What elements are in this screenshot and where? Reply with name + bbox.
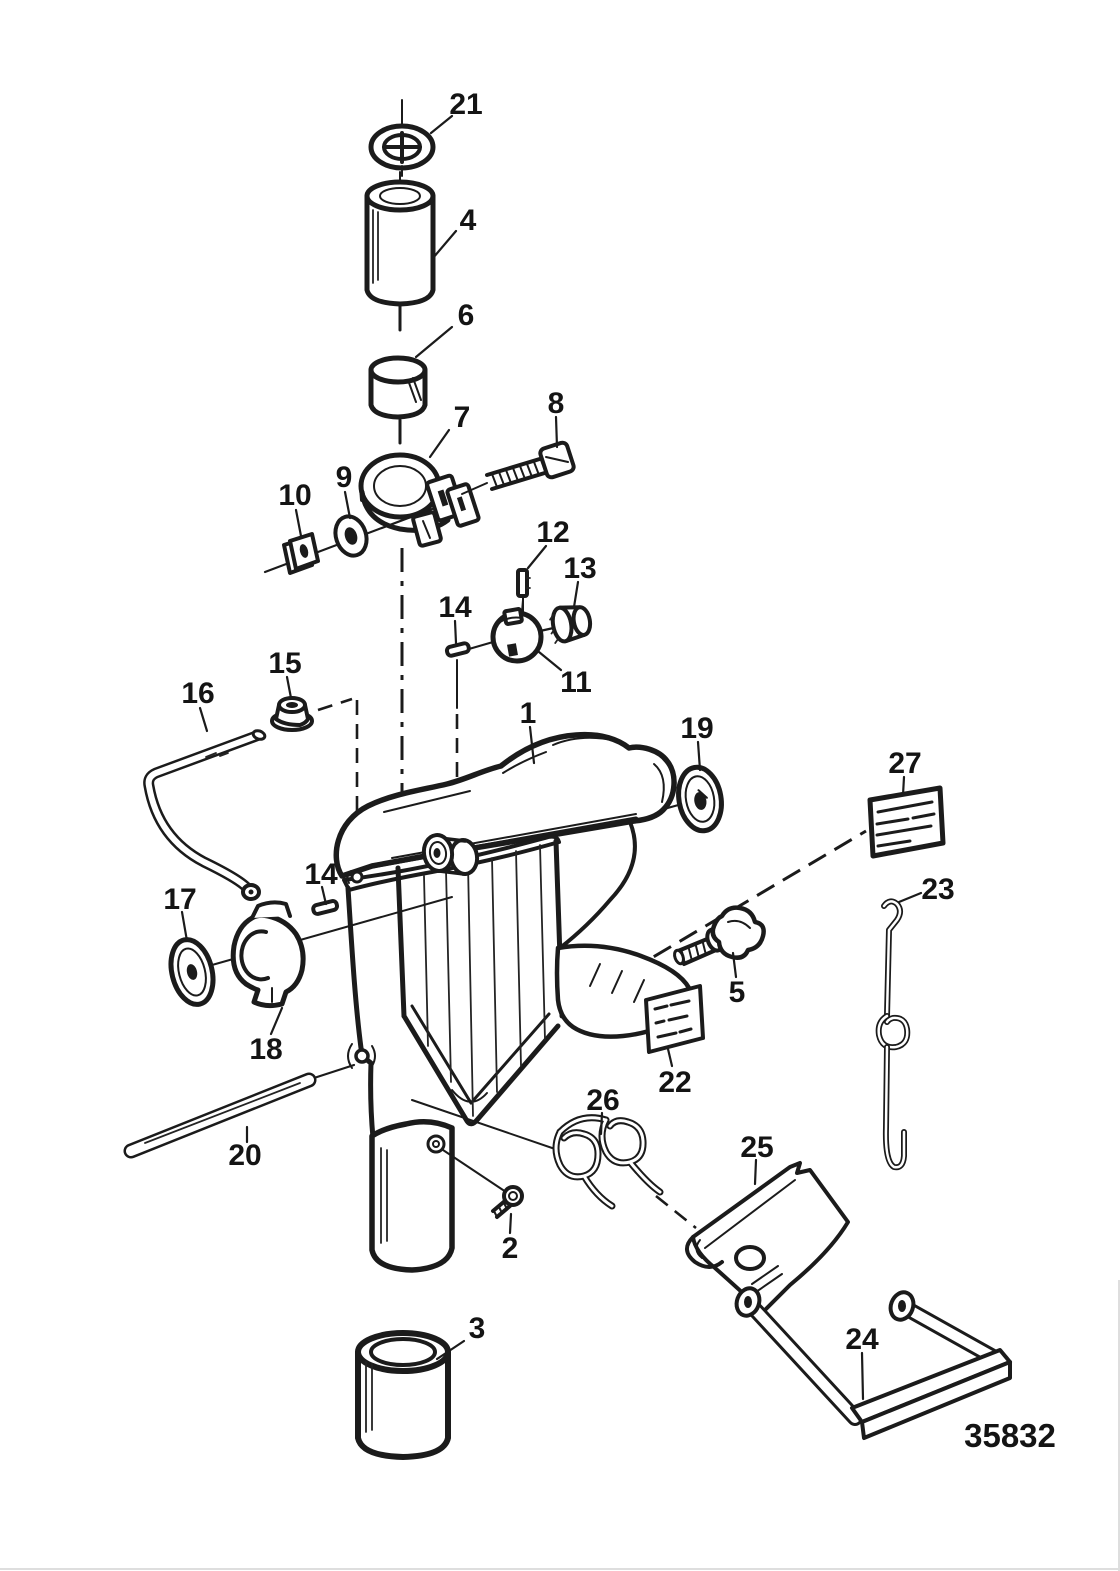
part-19-washer — [676, 764, 724, 834]
callout-14-upper: 14 — [438, 591, 472, 624]
part-5-bolt — [673, 905, 766, 966]
callout-16: 16 — [181, 677, 214, 710]
part-27-decal — [867, 785, 946, 859]
leader-21 — [429, 114, 454, 135]
callout-13: 13 — [563, 552, 596, 585]
callout-2: 2 — [502, 1232, 519, 1265]
leader-26 — [599, 1111, 604, 1136]
part-10-nut — [282, 532, 320, 575]
leader-16 — [198, 706, 209, 733]
part-11-cam — [490, 599, 544, 664]
leader-1 — [528, 725, 536, 765]
callout-27: 27 — [888, 747, 921, 780]
callout-24: 24 — [845, 1323, 879, 1356]
callout-4: 4 — [460, 204, 477, 237]
part-26-spring-clip — [552, 1114, 664, 1210]
part-4-bushing — [364, 179, 436, 307]
callout-8: 8 — [548, 387, 565, 420]
part-18-clamp-half — [230, 900, 306, 1009]
callout-labels: 21 4 6 7 8 9 10 12 13 14 11 15 16 1 19 2… — [163, 88, 954, 1356]
leader-14b — [320, 885, 328, 906]
part-15-bushing — [270, 696, 314, 732]
callout-20: 20 — [228, 1139, 261, 1172]
part-6-sleeve — [368, 355, 428, 420]
callout-9: 9 — [336, 461, 353, 494]
callout-5: 5 — [729, 976, 746, 1009]
leader-4 — [431, 229, 458, 260]
part-3-tube — [355, 1330, 451, 1460]
leader-12 — [526, 544, 548, 570]
part-14-pin-upper — [444, 641, 471, 658]
leader-11 — [537, 650, 563, 672]
callout-7: 7 — [454, 401, 471, 434]
leader-23 — [897, 891, 923, 904]
part-24-yoke — [734, 1286, 1012, 1440]
leader-25 — [753, 1158, 758, 1186]
leader-7 — [428, 428, 451, 459]
leader-10 — [294, 508, 303, 538]
part-22-decal — [644, 984, 705, 1054]
leader-6 — [414, 325, 454, 359]
drawing-number: 35832 — [964, 1417, 1056, 1454]
part-14-pin-lower — [311, 899, 340, 916]
callout-22: 22 — [658, 1066, 691, 1099]
leader-2 — [508, 1212, 513, 1235]
assembly-axis-lines — [263, 171, 867, 1230]
callout-26: 26 — [586, 1084, 619, 1117]
callout-6: 6 — [458, 299, 475, 332]
leader-27 — [901, 775, 906, 797]
callout-18: 18 — [249, 1033, 282, 1066]
leader-3 — [435, 1339, 466, 1361]
leader-8 — [554, 415, 559, 449]
part-20-pin-rod — [123, 1072, 317, 1159]
part-9-washer — [333, 514, 369, 558]
part-21-cap — [368, 99, 436, 177]
callout-25: 25 — [740, 1131, 773, 1164]
part-13-bushing — [549, 605, 593, 644]
callout-1: 1 — [520, 697, 537, 730]
callout-15: 15 — [268, 647, 301, 680]
callout-23: 23 — [921, 873, 954, 906]
part-23-wire-link — [875, 898, 911, 1171]
part-25-spring-plate — [685, 1161, 850, 1314]
callout-21: 21 — [449, 88, 482, 121]
leader-15 — [285, 675, 293, 700]
part-8-bolt — [461, 440, 576, 495]
part-7-clamp — [358, 452, 481, 548]
part-1-bracket — [333, 731, 694, 1273]
part-17-washer — [168, 937, 216, 1007]
callout-14-lower: 14 — [304, 858, 338, 891]
leader-18 — [269, 1006, 284, 1036]
callout-11: 11 — [560, 666, 592, 699]
leader-5 — [731, 951, 738, 979]
part-2-screw — [426, 1134, 524, 1219]
callout-12: 12 — [536, 516, 569, 549]
callout-17: 17 — [163, 883, 196, 916]
leader-14a — [453, 619, 458, 645]
part-16-link-rod — [143, 729, 267, 901]
leader-19 — [696, 740, 702, 772]
leader-17 — [180, 910, 189, 943]
callout-leader-lines — [180, 114, 923, 1401]
callout-10: 10 — [278, 479, 311, 512]
leader-24 — [860, 1351, 865, 1401]
leader-13 — [572, 580, 580, 609]
leader-22 — [666, 1047, 674, 1068]
leader-9 — [343, 490, 352, 520]
callout-3: 3 — [469, 1312, 486, 1345]
callout-19: 19 — [680, 712, 713, 745]
